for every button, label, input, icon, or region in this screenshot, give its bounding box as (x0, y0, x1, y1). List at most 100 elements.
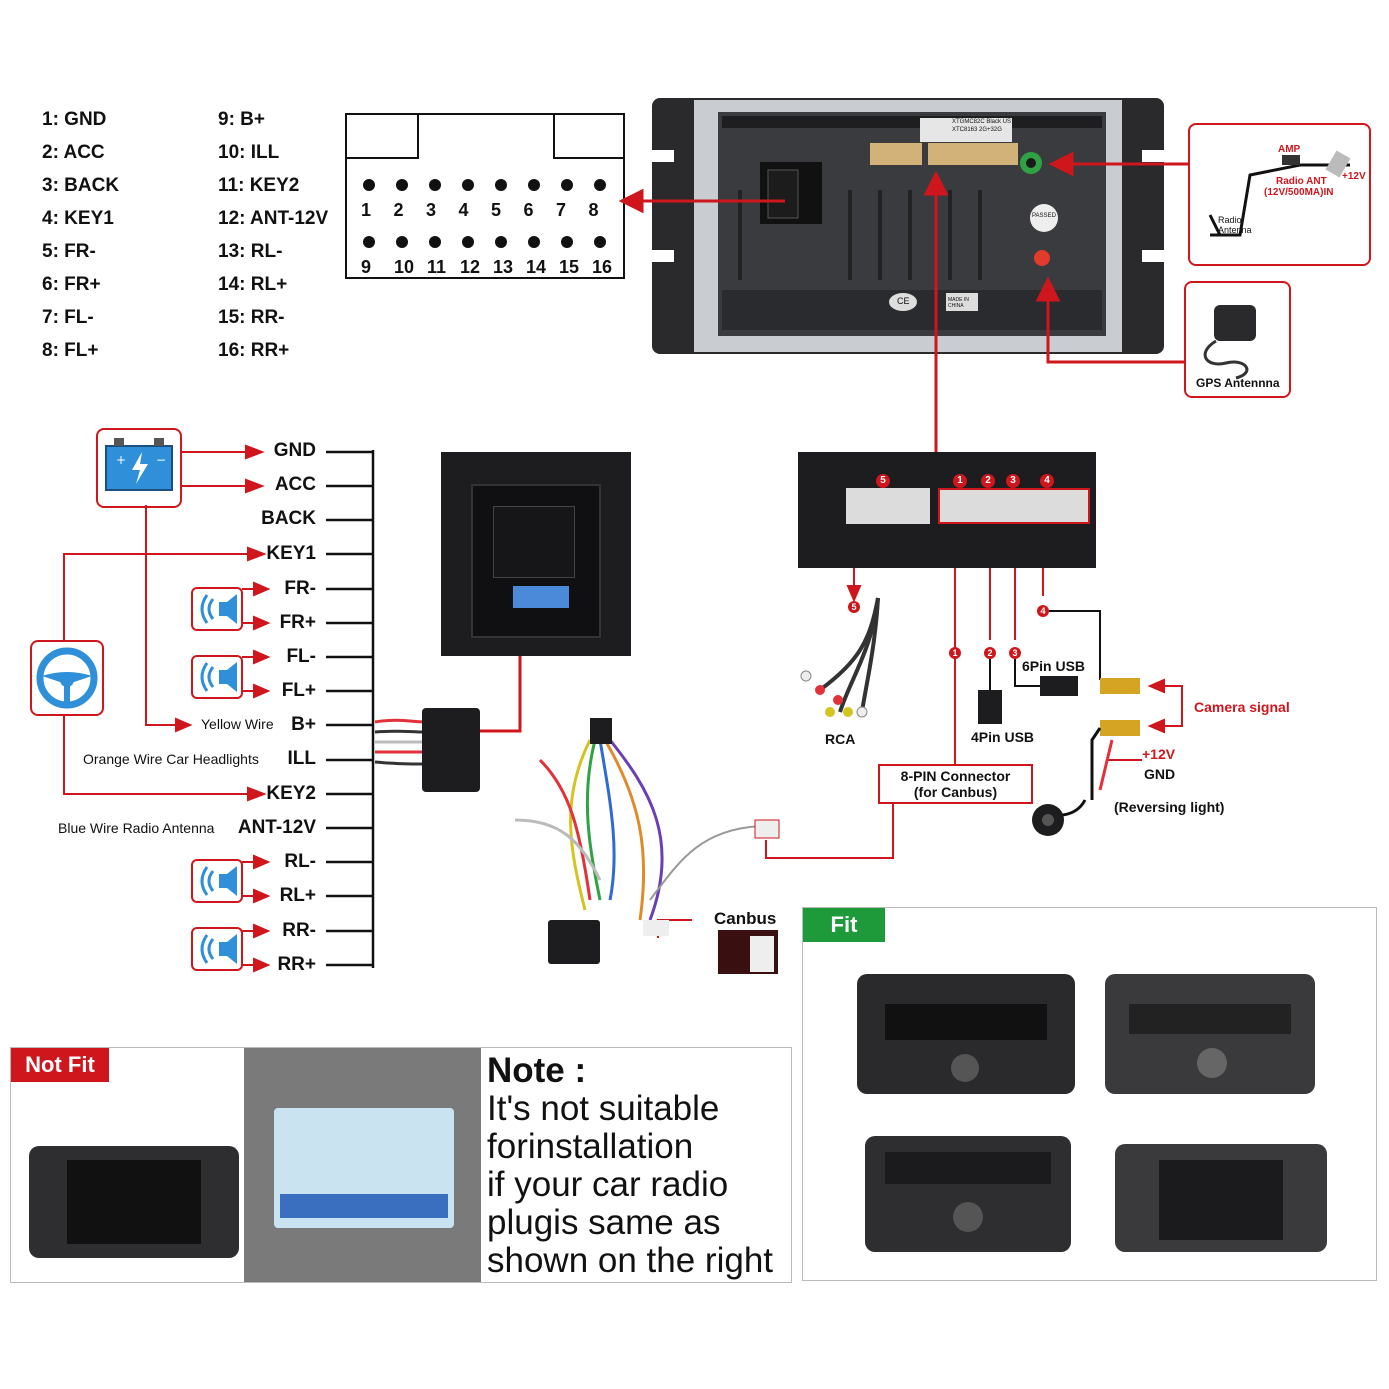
pin-label: 5: FR- (42, 241, 96, 262)
note-line: plugis same as (487, 1203, 721, 1242)
port-badge: 4 (1040, 474, 1054, 488)
harness-cable-drawing (374, 718, 761, 921)
not-fit-panel: Not Fit Note : It's not suitable forinst… (10, 1047, 792, 1283)
pin-number: 7 (556, 200, 567, 220)
not-fit-radio-photo (29, 1146, 239, 1258)
wire-label: ACC (274, 474, 316, 495)
fit-radio-photo (857, 974, 1075, 1094)
pin-number: 3 (426, 200, 437, 220)
pinout-left: 1: GND 2: ACC 3: BACK 4: KEY1 5: FR- 6: … (42, 103, 119, 367)
radio-unit-back (650, 98, 1166, 354)
svg-text:−: − (156, 453, 166, 467)
pin-label: 4: KEY1 (42, 208, 114, 229)
svg-text:3: 3 (1012, 648, 1017, 658)
note-block: Note : It's not suitable forinstallation… (487, 1052, 792, 1280)
not-fit-label: Not Fit (11, 1048, 109, 1082)
wire-label: B+ (291, 714, 316, 735)
ce-mark: CE (897, 296, 910, 306)
pin-label: 2: ACC (42, 142, 105, 163)
camera-signal-label: Camera signal (1194, 699, 1290, 715)
harness-plug (422, 708, 480, 792)
orange-wire-label: Orange Wire Car Headlights (83, 751, 259, 767)
pin-number: 15 (559, 257, 580, 277)
pin-label: 7: FL- (42, 307, 94, 328)
antenna-cable-icon (1208, 150, 1351, 237)
pin-label: 9: B+ (218, 109, 265, 130)
pin-label: 16: RR+ (218, 340, 290, 361)
wire-label: KEY2 (266, 783, 316, 804)
ports-photo (798, 452, 1096, 568)
rca-label: RCA (825, 731, 856, 747)
port-badge: 5 (876, 474, 890, 488)
pin8-connector-box: 8-PIN Connector (for Canbus) (878, 764, 1033, 804)
wire-label: BACK (261, 508, 316, 529)
blue-wire-label: Blue Wire Radio Antenna (58, 820, 215, 836)
wire-label: RR- (282, 920, 316, 941)
radio-sticker: XTGMC82C Black US (952, 119, 1012, 125)
passed-label: PASSED (1032, 213, 1056, 219)
gps-label: GPS Antennna (1196, 376, 1280, 390)
radio-antenna-box: AMP +12V Radio ANT (12V/500MA)IN Radio A… (1188, 123, 1371, 266)
fit-radio-photo (865, 1136, 1071, 1252)
speaker-icon (191, 587, 243, 631)
pin-label: 1: GND (42, 109, 107, 130)
note-line: shown on the right (487, 1241, 774, 1280)
port-badge: 1 (953, 474, 967, 488)
battery-icon: + − (96, 428, 182, 508)
steering-wheel-icon (30, 640, 104, 716)
wire-label: RL- (284, 851, 316, 872)
pin-number: 14 (526, 257, 547, 277)
wire-label: RR+ (277, 954, 316, 975)
plus12-cam-label: +12V (1142, 746, 1176, 762)
pin8-sub: (for Canbus) (913, 784, 998, 800)
radio-ant-spec: (12V/500MA)IN (1264, 187, 1334, 198)
svg-text:1: 1 (952, 648, 957, 658)
svg-text:4: 4 (1040, 606, 1045, 616)
pin-label: 13: RL- (218, 241, 283, 262)
gps-antenna-box: GPS Antennna (1184, 281, 1291, 398)
pin-label: 11: KEY2 (218, 175, 300, 196)
wire-label: ILL (287, 748, 317, 769)
wire-label: FL- (286, 646, 316, 667)
pin-label: 14: RL+ (218, 274, 288, 295)
fit-label: Fit (803, 908, 885, 942)
connector-diagram: 1 2 3 4 5 6 7 8 9 10 11 12 13 14 15 16 (345, 113, 625, 279)
radio-ant-label: Radio ANT (1276, 176, 1327, 187)
usb4-label: 4Pin USB (971, 729, 1035, 745)
made-in-label: MADE IN CHINA (948, 297, 969, 309)
svg-text:+: + (116, 453, 126, 467)
wire-label: FR+ (279, 612, 316, 633)
pin-number: 5 (491, 200, 502, 220)
not-fit-plug-photo (244, 1048, 481, 1282)
speaker-icon (191, 927, 243, 971)
pin-number: 4 (458, 200, 469, 220)
note-line: It's not suitable (487, 1089, 720, 1128)
wire-label: FL+ (281, 680, 316, 701)
pin-label: 6: FR+ (42, 274, 101, 295)
wire-label: FR- (284, 578, 316, 599)
pin-label: 10: ILL (218, 142, 280, 163)
connector-closeup-photo (441, 452, 631, 656)
radio-antenna-label: Radio Antenna (1218, 215, 1252, 235)
wire-label: KEY1 (266, 543, 316, 564)
svg-text:2: 2 (987, 648, 992, 658)
connector-top-numbers: 1 2 3 4 5 6 7 8 (361, 200, 621, 221)
usb6-label: 6Pin USB (1022, 658, 1086, 674)
pin-label: 3: BACK (42, 175, 120, 196)
speaker-icon (191, 655, 243, 699)
plus12-label: +12V (1342, 171, 1366, 182)
pin-number: 8 (588, 200, 599, 220)
pin-label: 15: RR- (218, 307, 285, 328)
gps-antenna-icon (1203, 305, 1256, 380)
pin8-label: 8-PIN Connector (900, 768, 1011, 784)
connector-pins (363, 179, 606, 248)
pin-number: 2 (393, 200, 404, 220)
canbus-label: Canbus (714, 909, 777, 928)
svg-text:5: 5 (851, 602, 856, 612)
reversing-label: (Reversing light) (1114, 799, 1225, 815)
pin-number: 13 (493, 257, 514, 277)
note-line: if your car radio (487, 1165, 729, 1204)
gnd-cam-label: GND (1144, 766, 1176, 782)
pin-label: 8: FL+ (42, 340, 99, 361)
radio-sticker-2: XTC8163 2G+32G (952, 127, 1002, 133)
